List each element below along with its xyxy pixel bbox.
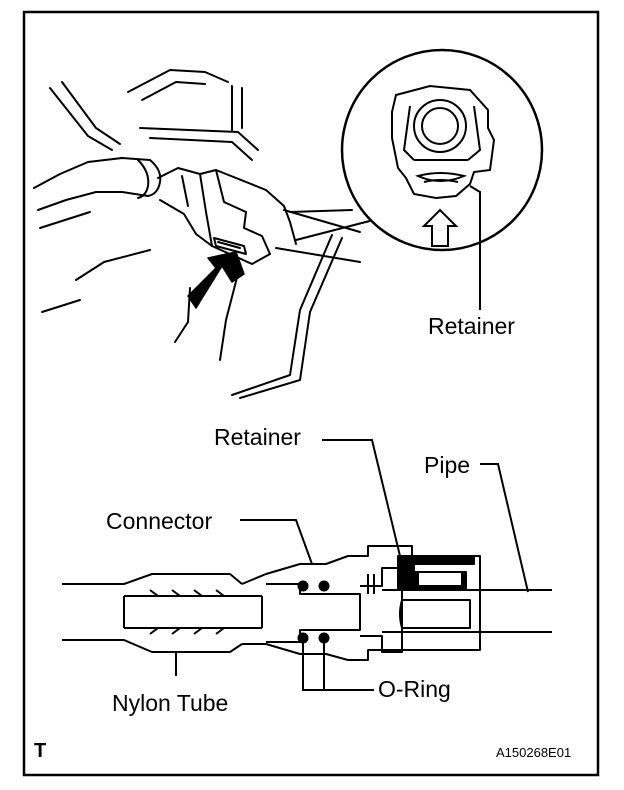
o-ring-label: O-Ring — [378, 676, 451, 702]
o-ring-leader — [302, 643, 374, 691]
retainer-detail-label: Retainer — [428, 313, 515, 339]
pipe-label: Pipe — [424, 452, 471, 478]
nylon-tube-label: Nylon Tube — [112, 690, 229, 716]
engine-bay-sketch — [33, 69, 421, 399]
label-leaders — [175, 439, 529, 691]
diagram-frame — [22, 10, 600, 777]
retainer-detail-view — [340, 48, 544, 310]
connector-leader — [240, 519, 313, 565]
retainer-leader — [322, 439, 401, 557]
connector-label: Connector — [106, 508, 213, 534]
retainer-label: Retainer — [214, 424, 301, 450]
corner-tag: T — [34, 740, 47, 762]
connector-cross-section — [62, 545, 552, 661]
figure-code: A150268E01 — [496, 745, 572, 760]
pipe-leader — [480, 463, 529, 593]
